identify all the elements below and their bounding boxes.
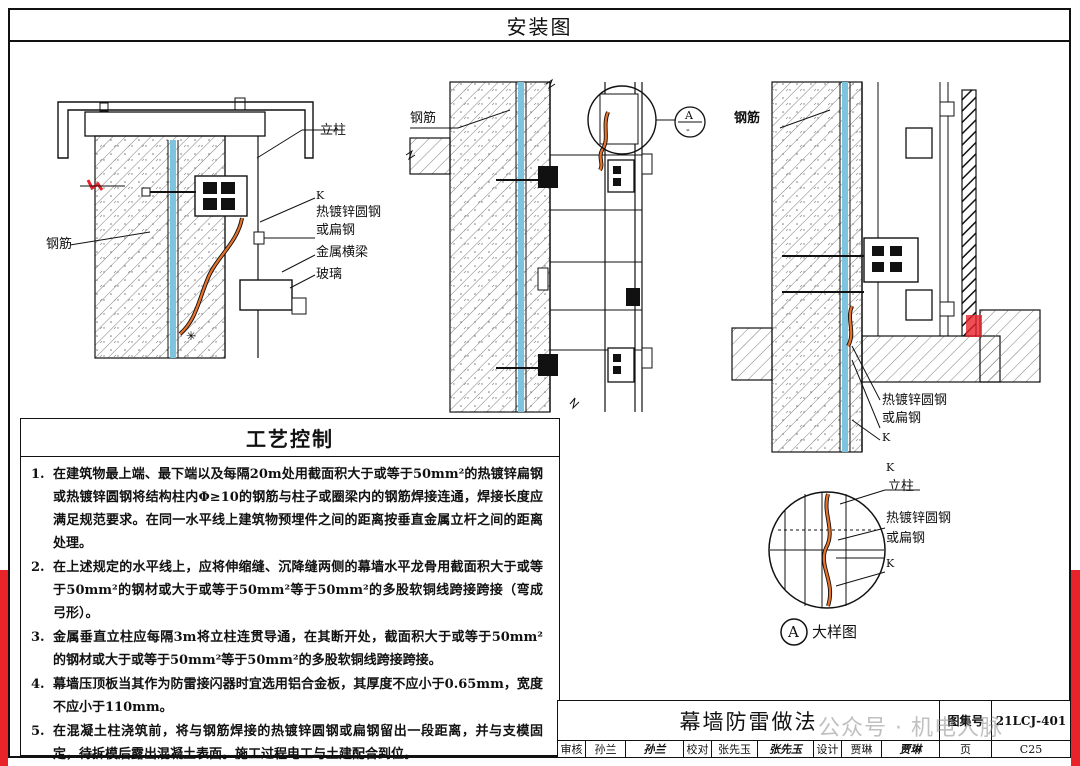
left-beam-label: 金属横梁 — [316, 245, 369, 260]
sheet-header: 安装图 — [10, 10, 1069, 42]
note-item: 5. 在混凝土柱浇筑前，将与钢筋焊接的热镀锌圆钢或扁钢留出一段距离，并与支模固定，… — [31, 720, 543, 766]
detail-marker-top: K — [886, 461, 895, 474]
process-control-list: 1. 在建筑物最上端、最下端以及每隔20m处用截面积大于或等于50mm²的热镀锌扁… — [31, 463, 543, 766]
note-number: 4. — [31, 677, 45, 692]
design-name: 贾琳 — [842, 741, 882, 757]
note-text: 幕墙压顶板当其作为防雷接闪器时宜选用铝合金板，其厚度不应小于0.65mm，宽度不… — [53, 677, 543, 715]
detail-a — [768, 489, 920, 646]
atlas-label: 图集号 — [940, 701, 992, 740]
check-name: 张先玉 — [712, 741, 758, 757]
note-number: 1. — [31, 467, 45, 482]
check-label: 校对 — [684, 741, 712, 757]
page-number: C25 — [1019, 742, 1043, 756]
left-glass-label: 玻璃 — [316, 267, 343, 282]
note-number: 3. — [31, 630, 45, 645]
svg-text:✳: ✳ — [186, 329, 196, 343]
note-item: 3. 金属垂直立柱应每隔3m将立柱连贯导通，在其断开处，截面积大于或等于50mm²… — [31, 626, 543, 672]
middle-detail — [405, 78, 706, 413]
left-rebar-label: 钢筋 — [46, 237, 73, 252]
note-text: 在建筑物最上端、最下端以及每隔20m处用截面积大于或等于50mm²的热镀锌扁钢或… — [53, 467, 543, 551]
left-marker-label: K — [316, 189, 325, 202]
mid-callout-sub: - — [686, 123, 690, 136]
process-control-panel: 工艺控制 1. 在建筑物最上端、最下端以及每隔20m处用截面积大于或等于50mm²… — [20, 418, 560, 762]
right-galv-label-2: 或扁钢 — [882, 411, 922, 426]
mid-callout-letter: A — [685, 109, 693, 122]
detail-marker-bottom: K — [886, 557, 895, 570]
note-text: 在上述规定的水平线上，应将伸缩缝、沉降缝两侧的幕墙水平龙骨用截面积大于或等于50… — [53, 560, 543, 621]
note-number: 2. — [31, 560, 45, 575]
note-item: 4. 幕墙压顶板当其作为防雷接闪器时宜选用铝合金板，其厚度不应小于0.65mm，宽… — [31, 673, 543, 719]
red-band-left — [0, 570, 8, 766]
drawing-title: 幕墙防雷做法 — [558, 701, 940, 740]
detail-galv-label-2: 或扁钢 — [886, 531, 926, 546]
title-block: 幕墙防雷做法 图集号 21LCJ-401 审核 孙兰 孙兰 校对 张先玉 张先玉… — [557, 700, 1071, 758]
check-signature: 张先玉 — [758, 741, 814, 757]
mid-rebar-label: 钢筋 — [410, 111, 437, 126]
left-column-label: 立柱 — [320, 123, 347, 138]
left-detail: ✳ — [57, 97, 340, 359]
review-label: 审核 — [558, 741, 586, 757]
installation-drawings: ✳ — [57, 78, 1041, 646]
note-number: 5. — [31, 724, 45, 739]
detail-galv-label-1: 热镀锌圆钢 — [886, 511, 952, 526]
design-signature: 贾琳 — [882, 741, 940, 757]
detail-caption-letter: A — [788, 623, 799, 641]
watermark: 公众号 · 机电人脉 — [818, 716, 1003, 741]
left-galv-label-1: 热镀锌圆钢 — [316, 205, 382, 220]
right-marker-label: K — [882, 431, 891, 444]
right-galv-label-1: 热镀锌圆钢 — [882, 393, 948, 408]
right-rebar-label: 钢筋 — [734, 111, 761, 126]
page-label: 页 — [940, 741, 992, 757]
detail-caption: 大样图 — [812, 623, 858, 641]
title-block-row-top: 幕墙防雷做法 图集号 21LCJ-401 — [558, 701, 1070, 741]
drawing-sheet: 安装图 — [8, 8, 1071, 762]
title-block-row-bottom: 审核 孙兰 孙兰 校对 张先玉 张先玉 设计 贾琳 贾琳 页 C25 — [558, 741, 1070, 757]
right-detail — [731, 81, 1041, 453]
note-text: 在混凝土柱浇筑前，将与钢筋焊接的热镀锌圆钢或扁钢留出一段距离，并与支模固定，待拆… — [53, 724, 543, 762]
left-galv-label-2: 或扁钢 — [316, 223, 356, 238]
red-band-right — [1071, 570, 1080, 766]
design-label: 设计 — [814, 741, 842, 757]
note-item: 1. 在建筑物最上端、最下端以及每隔20m处用截面积大于或等于50mm²的热镀锌扁… — [31, 463, 543, 555]
note-item: 2. 在上述规定的水平线上，应将伸缩缝、沉降缝两侧的幕墙水平龙骨用截面积大于或等于… — [31, 556, 543, 625]
process-control-title: 工艺控制 — [21, 419, 559, 457]
detail-column-label: 立柱 — [888, 479, 915, 494]
review-signature: 孙兰 — [626, 741, 684, 757]
review-name: 孙兰 — [586, 741, 626, 757]
note-text: 金属垂直立柱应每隔3m将立柱连贯导通，在其断开处，截面积大于或等于50mm²的钢… — [53, 630, 543, 668]
atlas-number: 21LCJ-401 — [995, 713, 1067, 728]
